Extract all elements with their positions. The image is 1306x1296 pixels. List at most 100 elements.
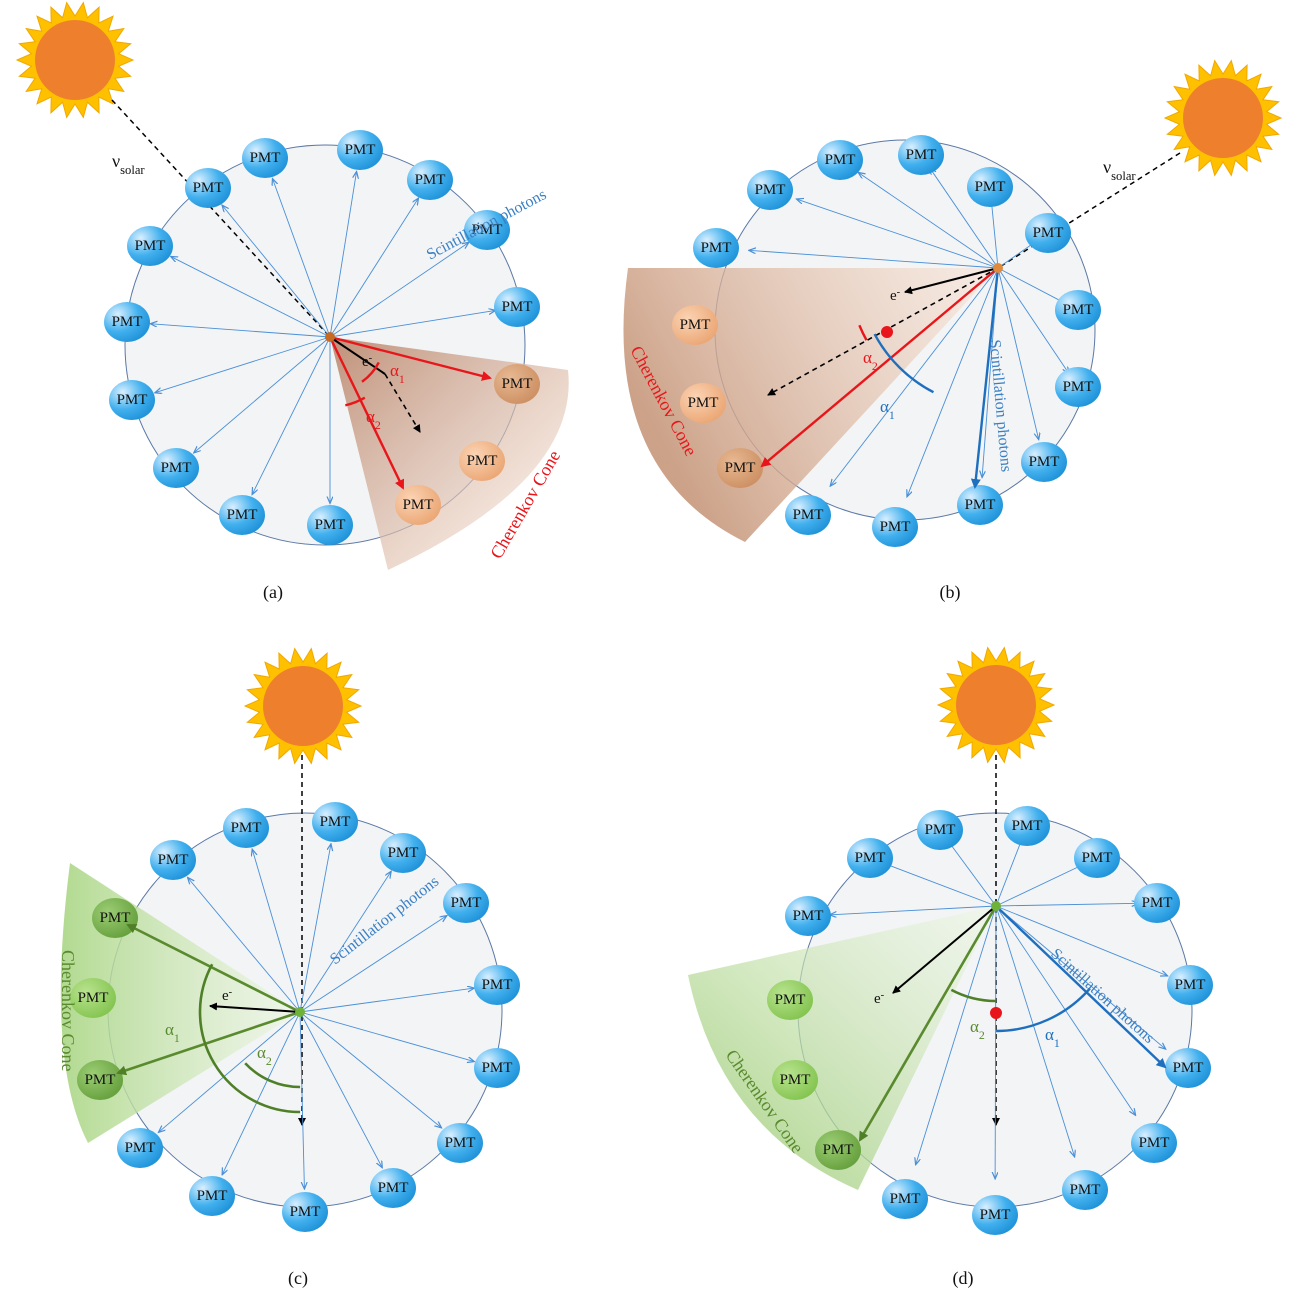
pmt-label: PMT	[1142, 895, 1173, 911]
scintillation-photon-arrow	[253, 336, 331, 494]
scintillation-photon-arrow	[299, 872, 391, 1013]
caption-b: (b)	[940, 582, 961, 603]
scintillation-photon-arrow	[329, 243, 468, 338]
pmt-label: PMT	[472, 222, 503, 238]
sun-icon	[1163, 59, 1283, 177]
sun-icon	[15, 1, 135, 119]
pmt-label: PMT	[117, 392, 148, 408]
pmt-cone: PMT	[395, 485, 441, 525]
scintillation-photon-arrow	[995, 905, 996, 1178]
pmt-label: PMT	[378, 1180, 409, 1196]
pmt: PMT	[1055, 367, 1101, 407]
pmt: PMT	[972, 1195, 1018, 1235]
pmt-label: PMT	[388, 845, 419, 861]
alpha1-arc	[996, 987, 1091, 1033]
pmt-label: PMT	[227, 507, 258, 523]
cherenkov-photon-arrow	[858, 905, 998, 1142]
pmt-label: PMT	[965, 497, 996, 513]
cherenkov-cone-label: Cherenkov Cone	[58, 950, 78, 1071]
pmt-label: PMT	[755, 182, 786, 198]
pmt-label: PMT	[100, 910, 131, 926]
pmt: PMT	[1134, 883, 1180, 923]
caption-c: (c)	[288, 1268, 308, 1289]
pmt-label: PMT	[880, 519, 911, 535]
scintillation-photon-arrow	[995, 905, 1074, 1156]
pmt-label: PMT	[467, 453, 498, 469]
pmt-label: PMT	[502, 299, 533, 315]
scintillation-photon-arrow	[188, 878, 301, 1013]
pmt-label: PMT	[158, 852, 189, 868]
scintillation-photon-arrow	[299, 1011, 473, 1061]
alpha1-label: α1	[1045, 1025, 1060, 1050]
scintillation-photon-arrow	[831, 905, 997, 915]
pmt: PMT	[407, 160, 453, 200]
alpha2-arc	[858, 324, 868, 341]
scintillation-photon-arrow	[151, 324, 331, 338]
pmt: PMT	[785, 896, 831, 936]
neutrino-label: νsolar	[1103, 157, 1136, 183]
neutrino-label: νsolar	[112, 151, 145, 177]
pmt-label: PMT	[290, 1204, 321, 1220]
scintillation-photon-arrow	[995, 864, 1085, 907]
pmt: PMT	[1025, 213, 1071, 253]
pmt-cone: PMT	[459, 441, 505, 481]
reference-point	[990, 1007, 1002, 1019]
scintillation-photon-arrow	[991, 197, 999, 269]
pmt-label: PMT	[793, 908, 824, 924]
scintillation-photon-arrow	[273, 179, 331, 338]
alpha2-arc	[345, 396, 366, 407]
alpha1-label: α1	[165, 1020, 180, 1045]
scintillation-photon-arrow	[223, 206, 331, 338]
interaction-vertex	[991, 901, 1001, 911]
pmt: PMT	[242, 138, 288, 178]
scintillation-photon-bold-arrow	[970, 267, 1000, 489]
alpha2-label: α2	[257, 1043, 272, 1068]
pmt: PMT	[1004, 806, 1050, 846]
pmt-label: PMT	[78, 990, 109, 1006]
pmt: PMT	[967, 167, 1013, 207]
pmt-label: PMT	[451, 895, 482, 911]
pmt-label: PMT	[482, 1060, 513, 1076]
pmt-cone: PMT	[717, 448, 763, 488]
pmt-label: PMT	[250, 150, 281, 166]
pmt-label: PMT	[1082, 850, 1113, 866]
electron-label: e-	[362, 353, 373, 371]
scintillation-photon-arrow	[299, 1011, 304, 1188]
scintillation-photon-arrow	[907, 267, 999, 496]
cherenkov-cone	[688, 906, 996, 1190]
pmt-cone: PMT	[767, 980, 813, 1020]
sun-icon	[243, 647, 363, 765]
pmt: PMT	[282, 1192, 328, 1232]
pmt-cone: PMT	[772, 1060, 818, 1100]
alpha2-arc	[950, 988, 997, 1003]
scintillation-photon-arrow	[995, 905, 1167, 976]
pmt: PMT	[747, 170, 793, 210]
electron-track	[904, 267, 999, 295]
pmt-label: PMT	[890, 1191, 921, 1207]
cherenkov-photon-arrow	[329, 335, 492, 381]
scintillation-photon-arrow	[997, 267, 1038, 439]
pmt-label: PMT	[1063, 379, 1094, 395]
pmt: PMT	[153, 448, 199, 488]
scintillation-photon-arrow	[885, 864, 997, 907]
electron-direction	[384, 373, 421, 433]
pmt-label: PMT	[135, 238, 166, 254]
pmt-label: PMT	[231, 820, 262, 836]
cherenkov-photon-arrow	[328, 336, 405, 490]
scintillation-photon-arrow	[930, 169, 999, 269]
scintillation-photon-arrow	[252, 850, 301, 1013]
scintillation-photon-arrow	[916, 905, 997, 1164]
alpha2-label: α2	[970, 1017, 985, 1042]
alpha1-arc	[361, 361, 380, 383]
scintillation-photon-arrow	[299, 845, 331, 1013]
pmt-label: PMT	[415, 172, 446, 188]
pmt-label: PMT	[823, 1142, 854, 1158]
cherenkov-photon-arrow	[126, 923, 301, 1014]
pmt: PMT	[464, 210, 510, 250]
pmt: PMT	[185, 168, 231, 208]
pmt-label: PMT	[688, 395, 719, 411]
scintillation-photon-arrow	[156, 336, 331, 392]
pmt-label: PMT	[680, 317, 711, 333]
